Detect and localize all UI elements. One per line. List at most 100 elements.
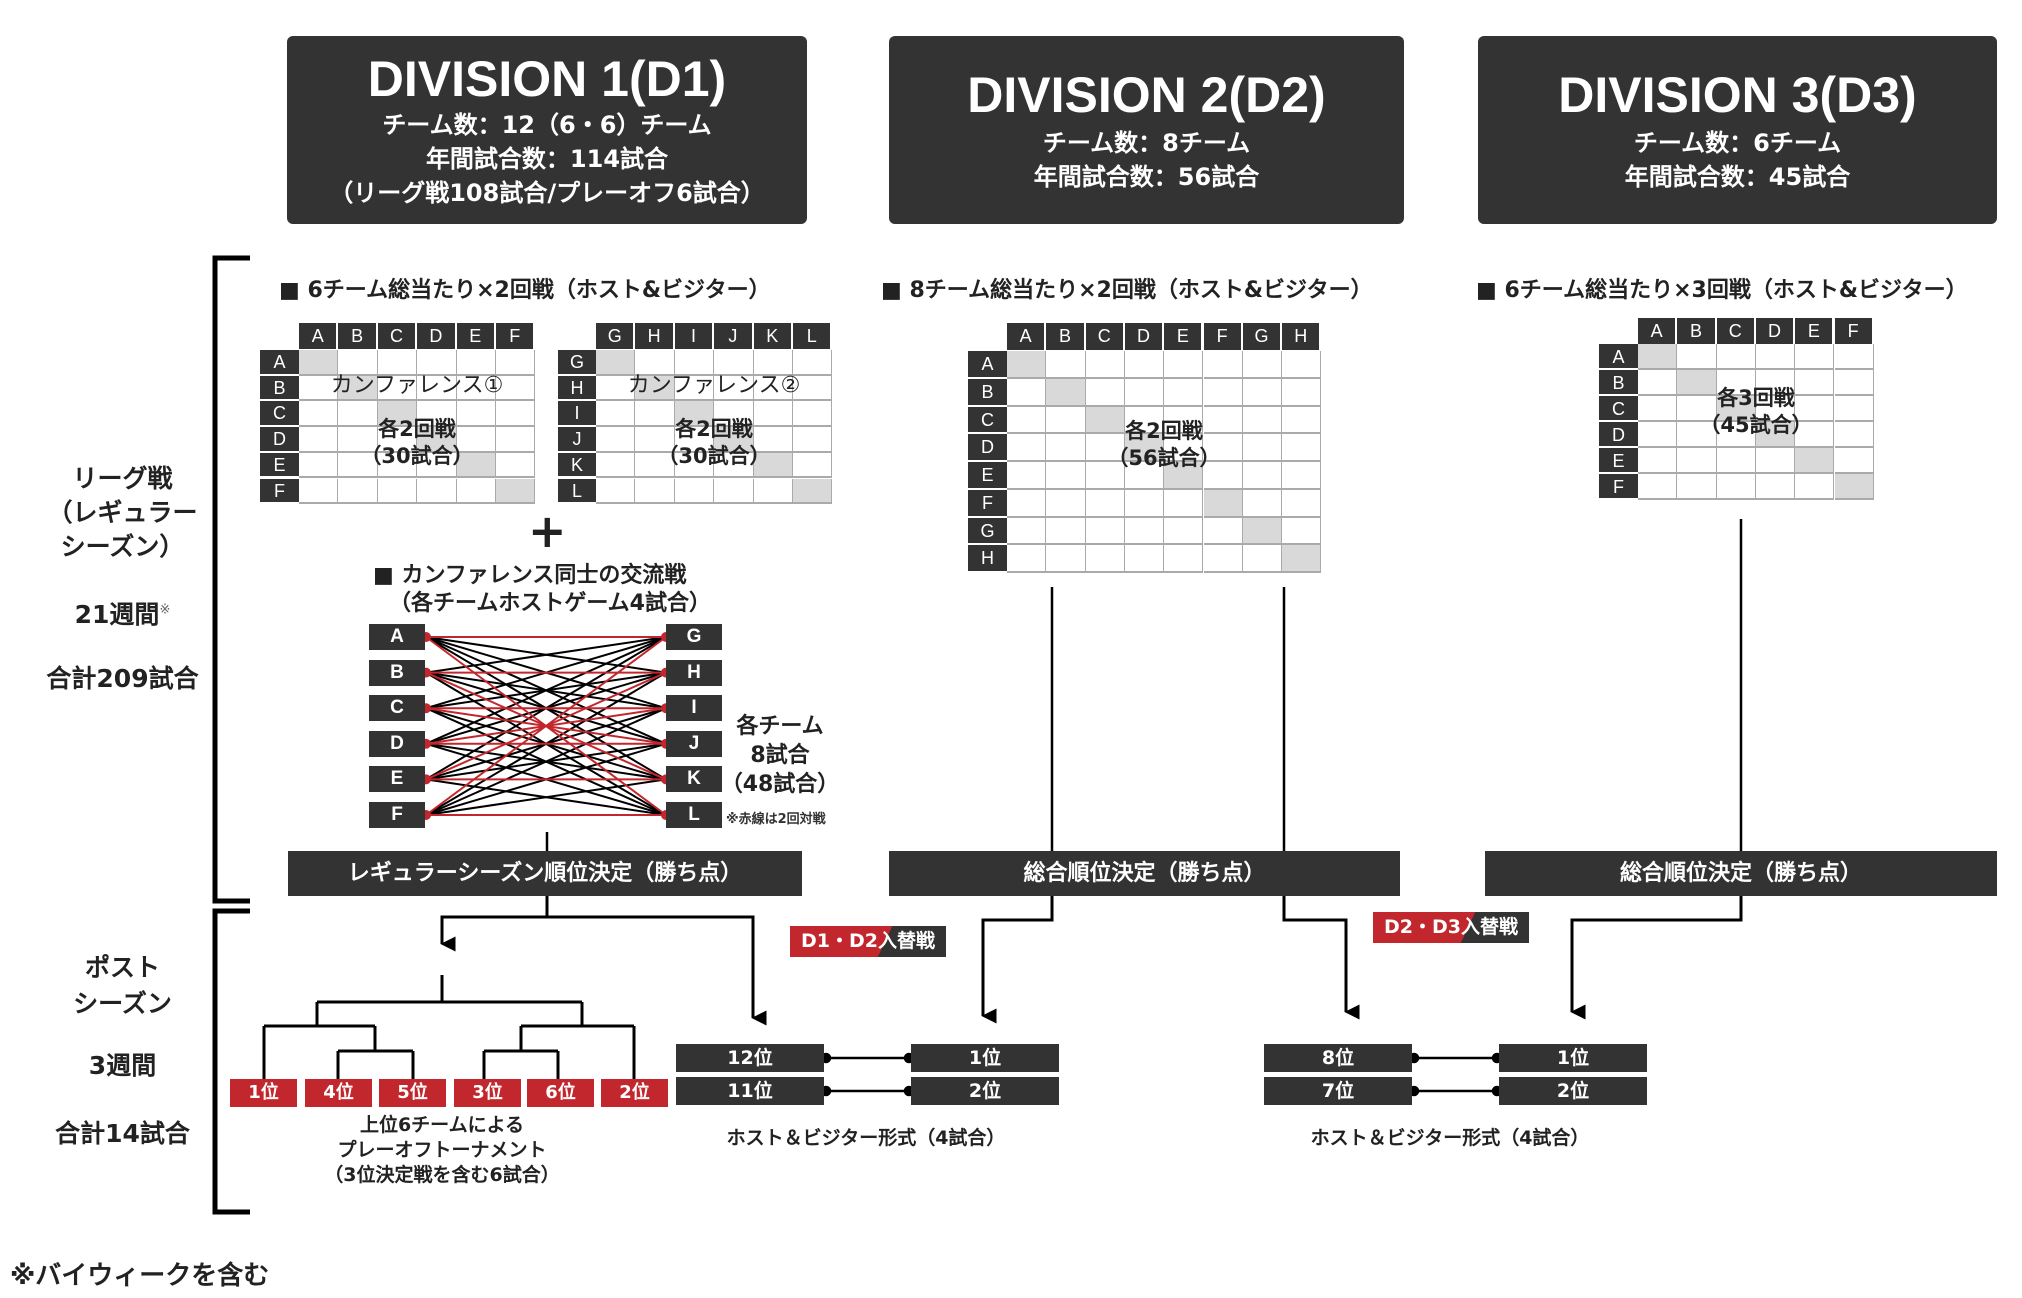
matrix-cell xyxy=(377,375,418,402)
matrix-row-header: A xyxy=(1599,344,1638,370)
matrix-cell xyxy=(596,401,636,428)
matrix-row-header: F xyxy=(260,478,299,505)
division-3-title: DIVISION 3(D3) xyxy=(1558,67,1917,123)
matrix-row-header: C xyxy=(260,401,299,428)
matrix-column-header: G xyxy=(1242,323,1283,350)
league-weeks: 21週間※ xyxy=(20,595,225,631)
matrix-column-header: F xyxy=(1834,318,1874,344)
matrix-diagonal-cell xyxy=(338,375,378,402)
matrix-cell xyxy=(417,375,457,402)
matrix-column-header: D xyxy=(1755,318,1796,344)
matrix-cell xyxy=(299,427,339,453)
matrix-column-header: J xyxy=(714,323,754,349)
matrix-row-header: B xyxy=(1599,370,1638,396)
matrix-cell xyxy=(1242,351,1283,379)
matrix-column-header: A xyxy=(1638,318,1678,344)
matrix-cell xyxy=(496,375,536,402)
postseason-label-line: ポスト xyxy=(84,953,160,982)
matrix-cell xyxy=(338,401,378,428)
matrix-cell xyxy=(1164,489,1204,518)
division-2-game-count: 年間試合数：56試合 xyxy=(1033,163,1260,191)
division-1-game-breakdown: （リーグ戦108試合/プレーオフ6試合） xyxy=(329,179,765,207)
playoff-bracket xyxy=(262,975,636,1079)
matrix-diagonal-cell xyxy=(793,478,833,505)
matrix-cell xyxy=(1242,489,1283,518)
matrix-cell xyxy=(1007,489,1047,518)
matrix-row-header: J xyxy=(558,427,596,453)
matrix-cell xyxy=(1795,396,1835,422)
matrix-row-header: B xyxy=(260,375,299,402)
postseason-weeks: 3週間 xyxy=(88,1051,157,1080)
division-3-header: DIVISION 3(D3) チーム数：6チーム 年間試合数：45試合 xyxy=(1478,36,1997,224)
matrix-cell xyxy=(1716,422,1756,448)
d2-round-robin-heading: ■ 8チーム総当たり×2回戦（ホスト&ビジター） xyxy=(881,278,1373,303)
matrix-column-header: D xyxy=(417,323,457,349)
matrix-cell xyxy=(1203,378,1243,407)
note-line: 各2回戦 xyxy=(1125,419,1203,443)
matrix-cell xyxy=(1203,351,1243,379)
plus-icon: + xyxy=(528,504,567,558)
matrix-cell xyxy=(1638,422,1678,448)
d2-standings-bar: 総合順位決定（勝ち点） xyxy=(889,851,1400,896)
matrix-cell xyxy=(338,427,378,453)
interconference-team-right: K xyxy=(666,766,722,793)
matrix-cell xyxy=(1716,474,1756,500)
matrix-row-header: L xyxy=(558,478,596,505)
matrix-cell xyxy=(456,401,496,428)
matrix-cell xyxy=(299,452,339,479)
matrix-cell xyxy=(635,478,675,505)
matrix-cell xyxy=(674,427,715,453)
playoff-seed: 1位 xyxy=(230,1079,297,1107)
matrix-cell xyxy=(1164,378,1204,407)
note-line: 8試合 xyxy=(750,743,810,768)
matrix-cell xyxy=(1716,448,1756,474)
matrix-cell xyxy=(793,375,833,402)
d3-round-robin-heading: ■ 6チーム総当たり×3回戦（ホスト&ビジター） xyxy=(1476,278,1968,303)
matrix-cell xyxy=(1124,378,1165,407)
matrix-cell xyxy=(1677,474,1717,500)
matrix-cell xyxy=(1124,545,1165,573)
matrix-column-header: D xyxy=(1124,323,1165,350)
matrix-cell xyxy=(714,452,754,479)
matrix-cell xyxy=(1638,448,1678,474)
matrix-row-header: B xyxy=(968,378,1007,407)
matrix-diagonal-cell xyxy=(674,401,715,428)
single-match-line xyxy=(425,636,667,745)
matrix-cell xyxy=(1795,422,1835,448)
matrix-cell xyxy=(496,350,536,376)
division-2-title: DIVISION 2(D2) xyxy=(967,67,1326,123)
matrix-cell xyxy=(377,452,418,479)
matrix-cell xyxy=(753,401,793,428)
matrix-cell xyxy=(1007,434,1047,462)
matrix-column-header: K xyxy=(753,323,793,349)
division-2-team-count: チーム数：8チーム xyxy=(1042,129,1251,157)
interconference-team-left: D xyxy=(369,730,425,757)
matrix-cell xyxy=(674,375,715,402)
matrix-cell xyxy=(1046,406,1086,435)
rank-box: 1位 xyxy=(911,1044,1059,1072)
matrix-cell xyxy=(1638,370,1678,396)
matrix-row-header: D xyxy=(1599,422,1638,448)
matrix-cell xyxy=(1282,462,1322,490)
caption-line: プレーオフトーナメント xyxy=(337,1139,547,1161)
matrix-diagonal-cell xyxy=(635,375,675,402)
division-1-game-count: 年間試合数：114試合 xyxy=(425,145,669,173)
note-line: 各チーム xyxy=(736,714,824,739)
interconference-team-left: F xyxy=(369,802,425,828)
note-line: 各3回戦 xyxy=(1717,386,1795,410)
matrix-diagonal-cell xyxy=(1834,474,1874,500)
matrix-cell xyxy=(1203,545,1243,573)
matrix-cell xyxy=(417,478,457,505)
matrix-row-header: G xyxy=(558,350,596,376)
matrix-row-header: H xyxy=(558,375,596,402)
matrix-cell xyxy=(1755,344,1796,370)
matrix-cell xyxy=(1164,406,1204,435)
interconference-match-lines xyxy=(421,632,671,820)
matrix-cell xyxy=(674,452,715,479)
postseason-label-line: シーズン xyxy=(73,989,172,1018)
matrix-row-header: I xyxy=(558,401,596,428)
matrix-diagonal-cell xyxy=(1755,422,1796,448)
matrix-row-header: A xyxy=(968,351,1007,379)
